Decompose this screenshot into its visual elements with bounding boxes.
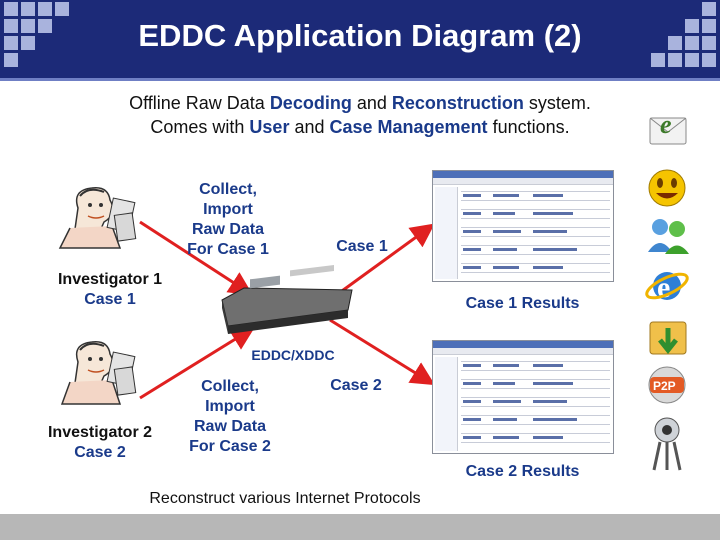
yahoo-messenger-icon (648, 169, 686, 207)
p2p-icon: P2P (648, 366, 686, 404)
voip-icon (652, 417, 682, 471)
investigator2-illustration (60, 341, 137, 405)
title-bar: EDDC Application Diagram (2) (0, 0, 720, 78)
case1-label: Case 1 (336, 238, 388, 255)
arrow-device-to-case1 (334, 223, 435, 298)
eddc-device-illustration (221, 264, 353, 334)
device-label: EDDC/XDDC (251, 347, 335, 363)
case1-results-screenshot (432, 170, 614, 282)
page-title: EDDC Application Diagram (2) (138, 18, 582, 53)
arrow-investigator1-to-device (139, 220, 254, 296)
svg-text:e: e (660, 110, 672, 139)
intro-text: Offline Raw Data Decoding and Reconstruc… (129, 93, 591, 137)
arrow-device-to-case2 (329, 318, 436, 386)
msn-messenger-icon (648, 219, 689, 254)
investigator1-illustration (58, 187, 137, 249)
case2-results-label: Case 2 Results (465, 463, 580, 480)
protocol-icons: e e P2P (645, 110, 689, 471)
footer-bar (0, 514, 720, 540)
arrow-investigator2-to-device (139, 326, 256, 400)
header-divider (0, 78, 720, 81)
file-transfer-icon (649, 321, 687, 355)
internet-explorer-icon: e (645, 271, 689, 304)
header-decoration-right (636, 0, 718, 78)
footer-caption: Reconstruct various Internet Protocols (149, 490, 421, 507)
case1-results-label: Case 1 Results (465, 295, 580, 312)
header-decoration-left (2, 0, 84, 78)
email-icon: e (649, 110, 687, 145)
svg-text:P2P: P2P (653, 379, 676, 393)
case2-results-screenshot (432, 340, 614, 454)
case2-label: Case 2 (330, 377, 382, 394)
